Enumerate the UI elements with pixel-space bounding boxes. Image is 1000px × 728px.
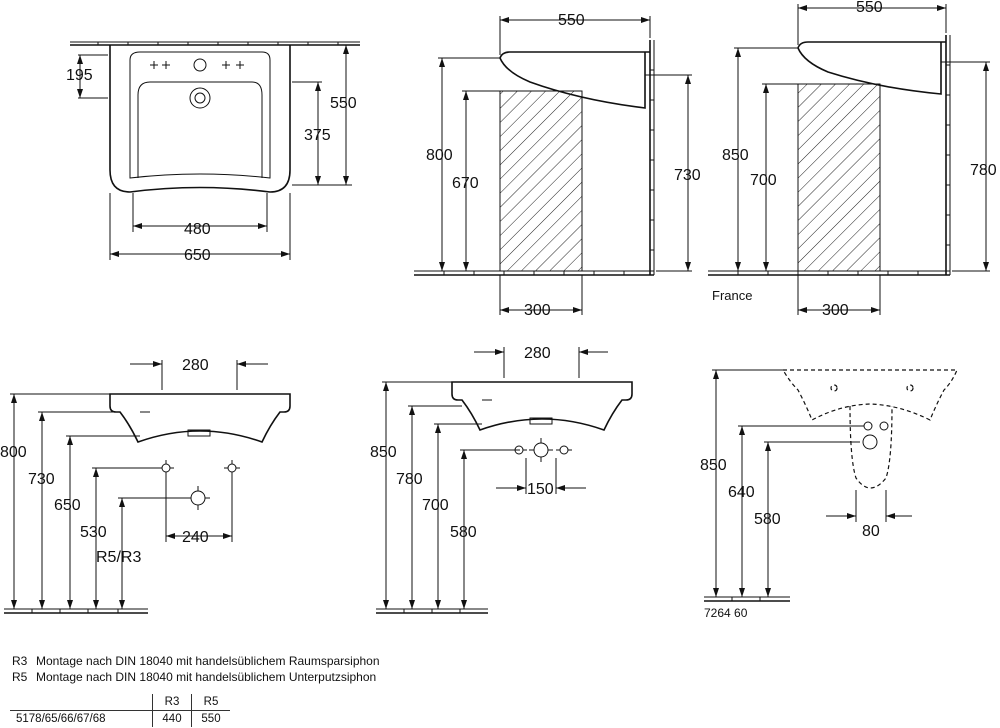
label-france: France <box>712 288 752 303</box>
dim-80: 80 <box>862 523 880 540</box>
table-cell-r3: 440 <box>152 710 192 727</box>
dim-800: 800 <box>426 147 453 164</box>
dim-780: 780 <box>396 471 423 488</box>
side-view-standard: 550 800 670 730 300 <box>414 12 701 319</box>
table-cell-r5: 550 <box>191 710 230 727</box>
dim-480: 480 <box>184 221 211 238</box>
side-view-france: 550 850 700 780 300 France <box>708 0 997 319</box>
dim-730: 730 <box>674 167 701 184</box>
basin-profile <box>499 51 650 109</box>
tap-hole-icon <box>863 421 889 431</box>
dim-650: 650 <box>184 247 211 264</box>
dim-580: 580 <box>754 511 781 528</box>
tap-hole-icon <box>158 460 240 476</box>
basin-outline <box>109 45 291 193</box>
table-header-row: R3 R5 <box>10 694 230 711</box>
table-header-cell: R3 <box>152 694 192 711</box>
knee-space-hatch <box>797 83 881 272</box>
legend-text: Montage nach DIN 18040 mit handelsüblich… <box>36 654 380 668</box>
dim-530: 530 <box>80 524 107 541</box>
dim-550-top: 550 <box>856 0 883 16</box>
table-cell-model: 5178/65/66/67/68 <box>16 713 106 725</box>
dim-780: 780 <box>970 162 997 179</box>
dim-300: 300 <box>822 302 849 319</box>
dim-640: 640 <box>728 484 755 501</box>
basin-front <box>109 393 291 443</box>
table-header-cell <box>10 694 153 711</box>
label-r5r3: R5/R3 <box>96 549 141 566</box>
dim-800: 800 <box>0 444 27 461</box>
dim-730: 730 <box>28 471 55 488</box>
drain-icon <box>862 434 878 450</box>
drain-icon <box>186 486 210 510</box>
label-product-code: 7264 60 <box>704 606 748 620</box>
dim-850: 850 <box>370 444 397 461</box>
tap-marker-icon <box>150 61 244 69</box>
legend: R3 Montage nach DIN 18040 mit handelsübl… <box>12 653 380 685</box>
knee-space-hatch <box>499 90 583 272</box>
basin-front-dashed <box>781 369 958 421</box>
table-row: 5178/65/66/67/68 440 550 <box>10 710 230 727</box>
legend-code: R3 <box>12 654 28 668</box>
dim-280: 280 <box>524 345 551 362</box>
dim-700: 700 <box>750 172 777 189</box>
dim-150: 150 <box>527 481 554 498</box>
dim-550-depth: 550 <box>330 95 357 112</box>
dim-580: 580 <box>450 524 477 541</box>
plan-view: 195 550 375 480 650 <box>66 41 360 264</box>
front-view-semi-pedestal: 850 640 580 80 7264 60 <box>700 369 958 620</box>
dim-550-top: 550 <box>558 12 585 29</box>
dim-670: 670 <box>452 175 479 192</box>
legend-item-r5: R5 Montage nach DIN 18040 mit handelsübl… <box>12 669 380 685</box>
drain-icon <box>189 87 211 109</box>
dim-195: 195 <box>66 67 93 84</box>
front-view-standard: 280 800 730 650 530 R5/R3 240 <box>0 357 291 614</box>
dim-375: 375 <box>304 127 331 144</box>
tap-hole-icon <box>193 58 207 72</box>
wall-tiles <box>70 41 360 45</box>
drain-icon <box>529 438 553 462</box>
legend-item-r3: R3 Montage nach DIN 18040 mit handelsübl… <box>12 653 380 669</box>
dim-300: 300 <box>524 302 551 319</box>
legend-code: R5 <box>12 670 28 684</box>
dim-700: 700 <box>422 497 449 514</box>
dim-240: 240 <box>182 529 209 546</box>
basin-front <box>451 381 633 431</box>
front-view-france: 280 850 780 700 580 150 <box>370 345 633 614</box>
model-table: R3 R5 5178/65/66/67/68 440 550 <box>10 694 230 727</box>
dim-850: 850 <box>700 457 727 474</box>
legend-text: Montage nach DIN 18040 mit handelsüblich… <box>36 670 377 684</box>
dim-280: 280 <box>182 357 209 374</box>
semi-pedestal-dashed <box>849 405 893 489</box>
dim-850: 850 <box>722 147 749 164</box>
basin-inner-bowl <box>129 51 271 179</box>
tap-hole-icon <box>511 445 572 455</box>
table-header-cell: R5 <box>191 694 230 711</box>
basin-profile <box>797 41 946 95</box>
dim-650: 650 <box>54 497 81 514</box>
